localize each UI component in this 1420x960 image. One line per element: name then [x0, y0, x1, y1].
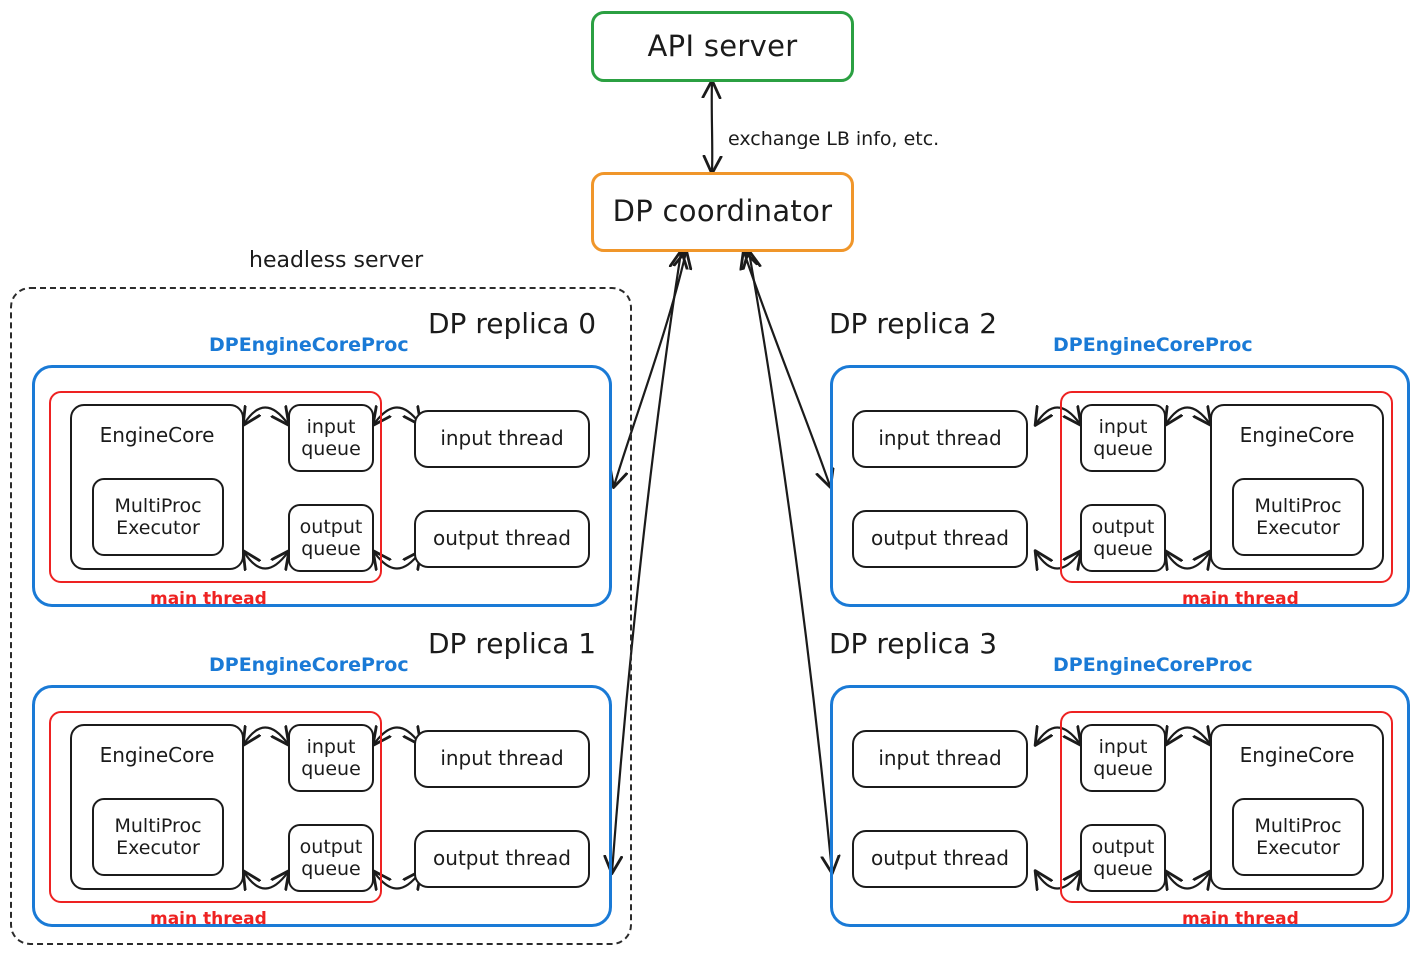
replica-3-output-queue[interactable]: output queue	[1080, 824, 1166, 892]
replica-0-title: DP replica 0	[428, 307, 597, 340]
replica-2-title: DP replica 2	[829, 307, 998, 340]
replica-3-main-thread-label: main thread	[1182, 909, 1299, 929]
replica-1-output-thread[interactable]: output thread	[414, 830, 590, 888]
replica-3-input-thread[interactable]: input thread	[852, 730, 1028, 788]
api-server-node[interactable]: API server	[591, 11, 854, 82]
replica-0-output-thread[interactable]: output thread	[414, 510, 590, 568]
replica-2-output-queue[interactable]: output queue	[1080, 504, 1166, 572]
replica-0-main-thread-frame	[49, 391, 382, 583]
replica-3-output-thread[interactable]: output thread	[852, 830, 1028, 888]
replica-3-title: DP replica 3	[829, 627, 998, 660]
replica-1-proc-label: DPEngineCoreProc	[209, 654, 409, 676]
replica-0-multiproc-executor[interactable]: MultiProc Executor	[92, 478, 224, 556]
replica-0-proc-frame	[32, 365, 612, 607]
replica-0-proc-label: DPEngineCoreProc	[209, 334, 409, 356]
replica-1-main-thread-label: main thread	[150, 909, 267, 929]
headless-server-label: headless server	[249, 248, 424, 273]
replica-2-output-thread[interactable]: output thread	[852, 510, 1028, 568]
edge-label-exchange-lb-info: exchange LB info, etc.	[728, 128, 940, 150]
replica-0-output-queue[interactable]: output queue	[288, 504, 374, 572]
replica-1-input-queue[interactable]: input queue	[288, 724, 374, 792]
edge-coordinator-replica-2	[744, 252, 830, 486]
edge-coordinator-replica-3	[749, 252, 832, 872]
edge-api-coordinator	[712, 82, 713, 172]
replica-0-input-queue[interactable]: input queue	[288, 404, 374, 472]
replica-0-main-thread-label: main thread	[150, 589, 267, 609]
replica-2-multiproc-executor[interactable]: MultiProc Executor	[1232, 478, 1364, 556]
replica-1-multiproc-executor[interactable]: MultiProc Executor	[92, 798, 224, 876]
dp-coordinator-node[interactable]: DP coordinator	[591, 172, 854, 252]
replica-2-proc-label: DPEngineCoreProc	[1053, 334, 1253, 356]
replica-2-main-thread-frame	[1060, 391, 1393, 583]
replica-1-main-thread-frame	[49, 711, 382, 903]
replica-2-input-queue[interactable]: input queue	[1080, 404, 1166, 472]
replica-3-main-thread-frame	[1060, 711, 1393, 903]
replica-0-input-thread[interactable]: input thread	[414, 410, 590, 468]
replica-3-input-queue[interactable]: input queue	[1080, 724, 1166, 792]
replica-1-title: DP replica 1	[428, 627, 597, 660]
replica-3-multiproc-executor[interactable]: MultiProc Executor	[1232, 798, 1364, 876]
headless-server-frame	[10, 287, 632, 945]
replica-3-proc-frame	[830, 685, 1410, 927]
replica-2-main-thread-label: main thread	[1182, 589, 1299, 609]
replica-1-input-thread[interactable]: input thread	[414, 730, 590, 788]
replica-2-input-thread[interactable]: input thread	[852, 410, 1028, 468]
replica-1-proc-frame	[32, 685, 612, 927]
replica-2-proc-frame	[830, 365, 1410, 607]
replica-1-output-queue[interactable]: output queue	[288, 824, 374, 892]
replica-3-proc-label: DPEngineCoreProc	[1053, 654, 1253, 676]
